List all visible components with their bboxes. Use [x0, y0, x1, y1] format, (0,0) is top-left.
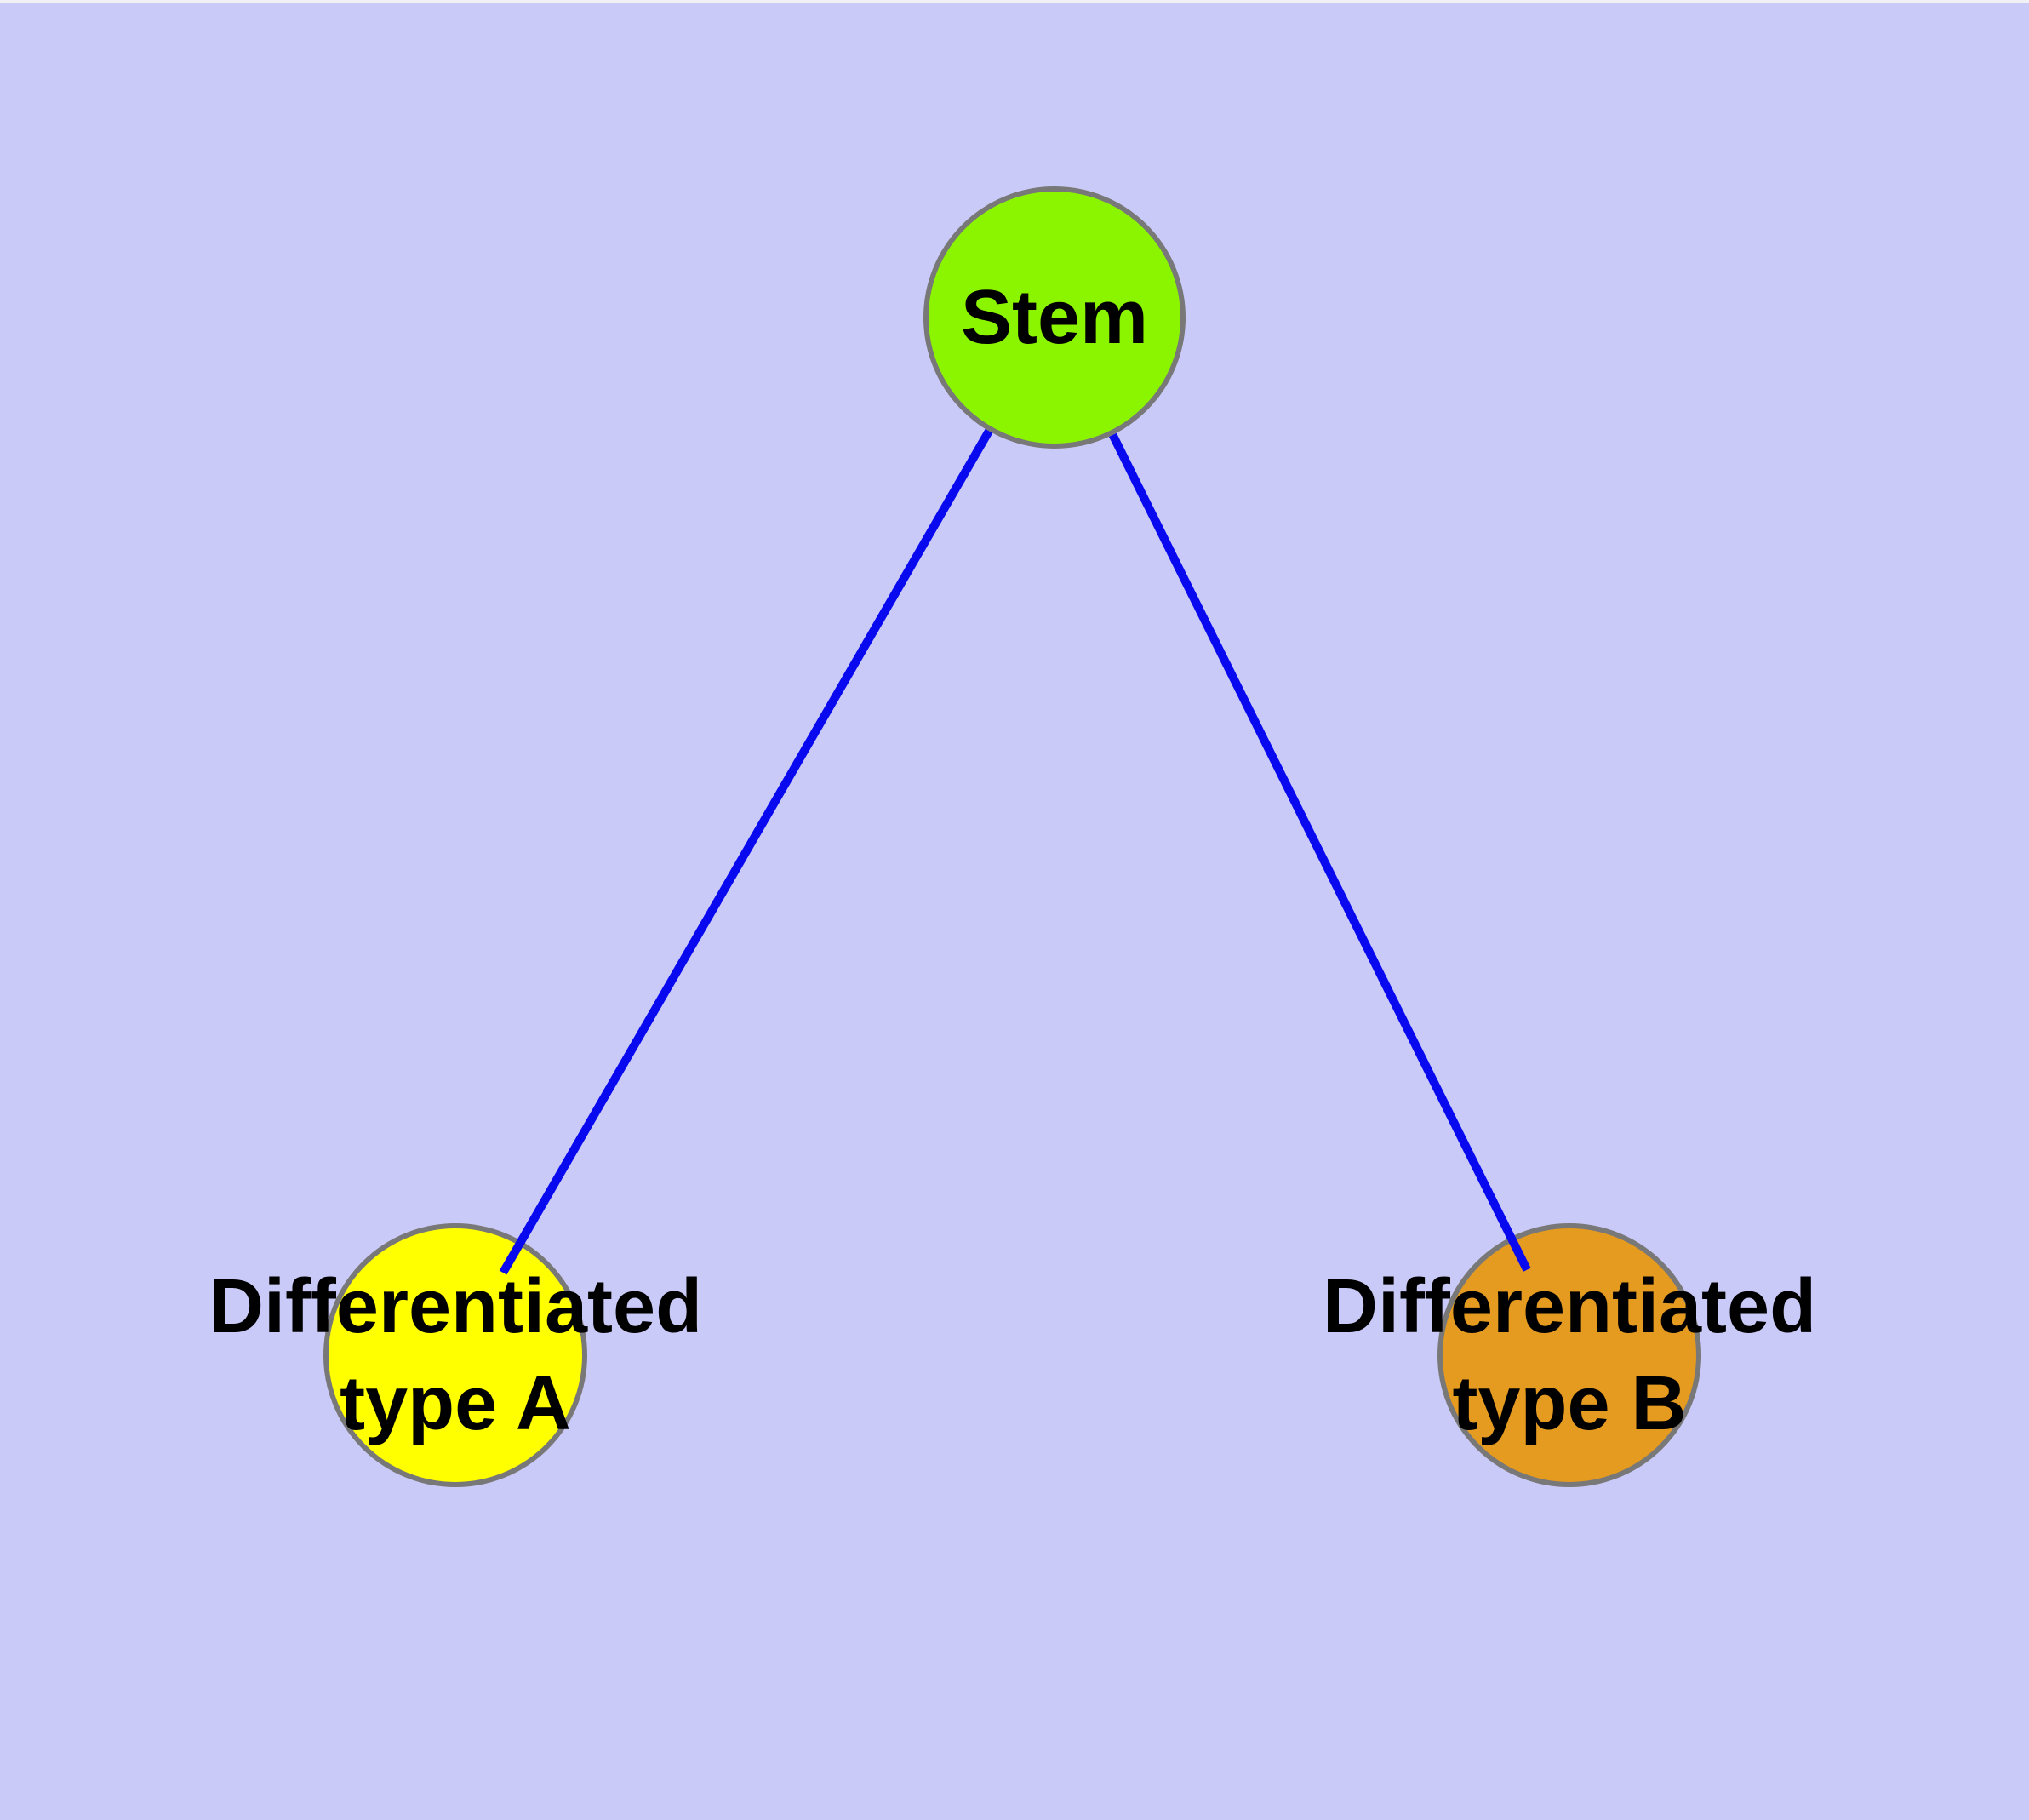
node-circle-type-b: [1437, 1223, 1701, 1487]
node-label-type-a-line1: Differentiated: [208, 1264, 703, 1349]
edge-stem-to-type-b: [1108, 432, 1531, 1272]
node-label-stem-text: Stem: [960, 275, 1149, 360]
node-label-type-b-line2: type B: [1452, 1361, 1687, 1446]
node-label-type-b: Differentiated type B: [1323, 1258, 1816, 1452]
node-circle-type-a: [323, 1223, 587, 1487]
node-label-type-b-line1: Differentiated: [1322, 1264, 1817, 1349]
edge-stem-to-type-a: [499, 428, 993, 1275]
node-label-stem: Stem: [961, 269, 1148, 366]
node-circle-stem: [923, 186, 1186, 449]
node-label-type-a: Differentiated type A: [209, 1258, 702, 1452]
top-edge-strip: [0, 0, 2029, 3]
node-label-type-a-line2: type A: [340, 1361, 571, 1446]
